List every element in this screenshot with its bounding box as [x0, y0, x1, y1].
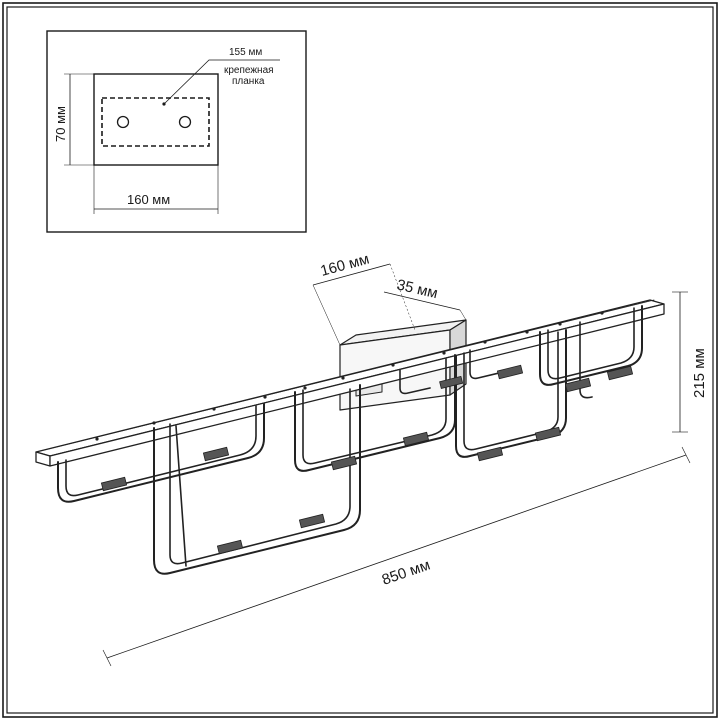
- rail-inner-line: [39, 299, 655, 452]
- led-clips: [100, 364, 634, 555]
- rear-loop-b: [469, 349, 521, 380]
- label-850: 850 мм: [380, 556, 433, 588]
- loop-5-inner: [547, 307, 635, 380]
- loop-2-front-leg: [175, 425, 187, 567]
- label-70: 70 мм: [53, 106, 68, 142]
- mounting-bracket-outline: [101, 97, 210, 147]
- loop-1-outer: [57, 403, 265, 503]
- label-160-inset: 160 мм: [127, 192, 170, 207]
- inset-panel: 155 мм крепежная планка 70 мм 160 мм: [46, 30, 307, 233]
- loop-3-inner: [302, 358, 447, 465]
- loop-3-outer: [294, 354, 456, 472]
- leader-line: [163, 59, 280, 105]
- loop-5-back: [579, 321, 593, 399]
- rail-rivets: [95, 311, 604, 441]
- label-mount-line1: крепежная: [224, 65, 274, 76]
- base-plate: [93, 73, 219, 166]
- dim-35-line: [383, 291, 461, 311]
- dim-160-ext-left: [312, 284, 341, 346]
- mount-hole-left: [116, 115, 130, 129]
- loop-1-inner: [65, 405, 257, 497]
- label-35: 35 мм: [395, 276, 439, 302]
- label-160-main: 160 мм: [319, 251, 372, 280]
- loop-4-inner: [463, 331, 559, 451]
- label-mount-line2: планка: [232, 76, 265, 87]
- dim-160-ext-right: [389, 263, 416, 331]
- label-215: 215 мм: [691, 348, 708, 398]
- dim-35-ext: [459, 309, 467, 321]
- dim-850-line: [106, 454, 687, 659]
- mount-hole-right: [178, 115, 192, 129]
- inner-frame: [6, 6, 714, 714]
- loop-2-outer: [153, 384, 361, 575]
- loop-2-inner: [169, 388, 351, 565]
- loop-4-outer: [455, 329, 567, 458]
- loop-5-outer: [539, 305, 643, 386]
- dimensions: [102, 263, 691, 667]
- dim-850-tick-left: [102, 649, 112, 667]
- fixture: [35, 299, 665, 575]
- dim-160-line: [312, 263, 391, 286]
- rail-front: [49, 303, 665, 467]
- dim-850-tick-right: [681, 446, 691, 464]
- label-155: 155 мм: [229, 47, 262, 58]
- rear-loop-a: [399, 369, 431, 395]
